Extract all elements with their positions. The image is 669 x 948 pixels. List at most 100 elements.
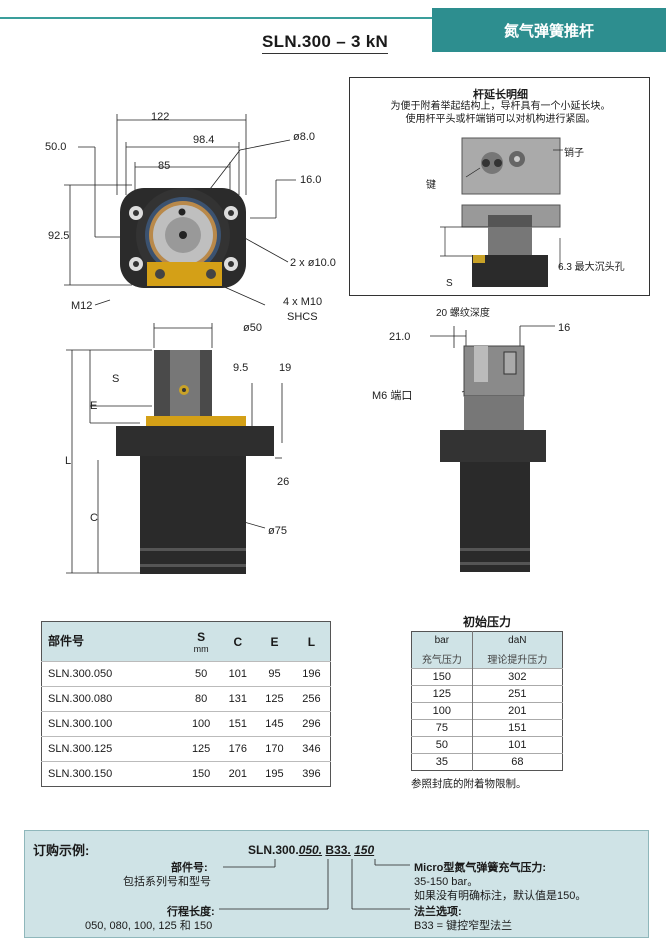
order-example-box: 订购示例: SLN.300.050. B33. 150 部件号: 包括系列号和型… xyxy=(24,830,649,938)
cell-e: 95 xyxy=(256,661,293,687)
cell-bar: 75 xyxy=(411,719,473,737)
cell-s: 50 xyxy=(182,661,220,687)
page-title: SLN.300 – 3 kN xyxy=(262,32,389,54)
dim-122: 122 xyxy=(151,111,170,123)
extension-desc-line-1: 为便于附着举起结构上，导杆具有一个小延长块。 xyxy=(390,101,611,112)
dim-9-5: 9.5 xyxy=(233,362,249,374)
dim-m12: M12 xyxy=(71,300,93,312)
cell-part: SLN.300.125 xyxy=(41,736,183,762)
col-header-c: C xyxy=(219,621,257,662)
cell-bar: 100 xyxy=(411,702,473,720)
label-key: 键 xyxy=(426,180,436,191)
col-header-e: E xyxy=(256,621,293,662)
flange-label: 法兰选项: xyxy=(414,906,462,918)
stroke-label: 行程长度: xyxy=(167,906,215,918)
dim-dia75: ø75 xyxy=(268,525,287,537)
pressure-range: 35-150 bar。 xyxy=(414,876,479,888)
dim-dia8: ø8.0 xyxy=(293,131,316,143)
cell-l: 396 xyxy=(292,761,331,787)
col-header-dan: daN xyxy=(471,631,563,649)
dim-85: 85 xyxy=(158,160,171,172)
cell-s: 80 xyxy=(182,686,220,712)
label-pin: 销子 xyxy=(564,148,584,159)
table-row: SLN.300.150 150 201 195 396 xyxy=(41,761,331,787)
code-flange: B33. xyxy=(325,843,351,857)
cell-l: 296 xyxy=(292,711,331,737)
col-label-force: 理论提升压力 xyxy=(471,648,563,669)
stroke-values: 050, 080, 100, 125 和 150 xyxy=(85,920,213,932)
order-code: SLN.300.050. B33. 150 xyxy=(248,843,374,857)
cell-dan: 302 xyxy=(471,668,563,686)
dim-2x10: 2 x ø10.0 xyxy=(290,257,336,269)
table-row: SLN.300.100 100 151 145 296 xyxy=(41,711,331,737)
cell-l: 346 xyxy=(292,736,331,762)
dim-16: 16.0 xyxy=(300,174,322,186)
extension-description: 为便于附着举起结构上，导杆具有一个小延长块。 使用杆平头或杆端销可以对机构进行紧… xyxy=(350,100,651,126)
pressure-default: 如果没有明确标注，默认值是150。 xyxy=(414,890,587,902)
dim-s: S xyxy=(112,373,120,385)
cell-bar: 150 xyxy=(411,668,473,686)
code-prefix: SLN.300. xyxy=(248,843,299,857)
extension-drawing xyxy=(440,137,563,287)
pressure-table-title: 初始压力 xyxy=(462,615,511,629)
code-stroke: 050. xyxy=(298,843,323,857)
label-counterbore: 6.3 最大沉头孔 xyxy=(558,262,625,273)
dim-4xm10: 4 x M10 xyxy=(283,296,323,308)
label-s: S xyxy=(446,278,453,289)
dim-dia50: ø50 xyxy=(243,322,262,334)
table-row: SLN.300.080 80 131 125 256 xyxy=(41,686,331,712)
cell-dan: 201 xyxy=(471,702,563,720)
dim-l: L xyxy=(65,455,72,467)
cell-part: SLN.300.150 xyxy=(41,761,183,787)
pressure-note: 参照封底的附着物限制。 xyxy=(411,778,527,790)
cell-part: SLN.300.080 xyxy=(41,686,183,712)
col-header-s-label: S xyxy=(197,629,206,644)
cell-l: 196 xyxy=(292,661,331,687)
dim-50: 50.0 xyxy=(45,141,67,153)
table-row: SLN.300.125 125 176 170 346 xyxy=(41,736,331,762)
dim-92-5: 92.5 xyxy=(48,230,70,242)
part-number-table: 部件号 S mm C E L SLN.300.050 50 101 95 196… xyxy=(41,621,331,787)
header-rule xyxy=(0,17,432,19)
top-view-drawing xyxy=(64,114,296,306)
cell-e: 145 xyxy=(256,711,293,737)
col-header-part: 部件号 xyxy=(41,621,183,662)
cell-dan: 151 xyxy=(471,719,563,737)
cell-l: 256 xyxy=(292,686,331,712)
cell-e: 170 xyxy=(256,736,293,762)
extension-detail-box: 杆延长明细 为便于附着举起结构上，导杆具有一个小延长块。 使用杆平头或杆端销可以… xyxy=(349,77,650,296)
table-row: SLN.300.050 50 101 95 196 xyxy=(41,661,331,687)
cell-c: 151 xyxy=(219,711,257,737)
cell-bar: 35 xyxy=(411,753,473,771)
cell-part: SLN.300.100 xyxy=(41,711,183,737)
cell-e: 125 xyxy=(256,686,293,712)
thread-depth-label: 20 螺纹深度 xyxy=(436,308,490,319)
dim-e: E xyxy=(90,400,98,412)
cell-c: 101 xyxy=(219,661,257,687)
cell-c: 176 xyxy=(219,736,257,762)
flange-value: B33 = 键控窄型法兰 xyxy=(414,920,513,932)
dim-c: C xyxy=(90,512,98,524)
col-header-bar: bar xyxy=(411,631,473,649)
cell-s: 150 xyxy=(182,761,220,787)
part-desc: 包括系列号和型号 xyxy=(123,876,211,888)
port-label: M6 端口 xyxy=(372,390,413,402)
category-tab-label: 氮气弹簧推杆 xyxy=(503,22,594,40)
order-title: 订购示例: xyxy=(33,843,90,858)
cell-dan: 251 xyxy=(471,685,563,703)
cell-dan: 101 xyxy=(471,736,563,754)
cell-part: SLN.300.050 xyxy=(41,661,183,687)
cell-s: 125 xyxy=(182,736,220,762)
col-header-l: L xyxy=(292,621,331,662)
dim-16-section: 16 xyxy=(558,322,571,334)
dim-98-4: 98.4 xyxy=(193,134,215,146)
extension-title: 杆延长明细 xyxy=(473,89,528,101)
dim-21: 21.0 xyxy=(389,331,411,343)
cell-e: 195 xyxy=(256,761,293,787)
order-connector-lines xyxy=(219,859,410,910)
